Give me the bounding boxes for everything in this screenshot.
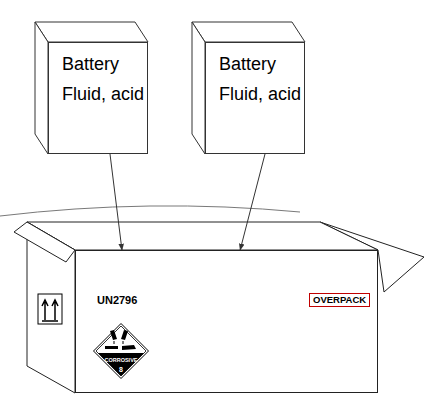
un-number: UN2796 xyxy=(97,294,167,307)
arrow-connector xyxy=(240,154,265,250)
overpack-mark: OVERPACK xyxy=(309,293,370,307)
test-tubes xyxy=(110,330,128,340)
box-flap-line xyxy=(0,206,300,216)
hazard-class: 8 xyxy=(93,366,149,374)
orientation-arrows xyxy=(42,300,58,321)
cube-top-face xyxy=(192,22,305,42)
box-flap xyxy=(14,222,75,262)
hazard-diamond: CORROSIVE 8 xyxy=(93,323,149,379)
package-box: Battery Fluid, acid xyxy=(48,42,148,154)
hazard-text: CORROSIVE xyxy=(93,357,149,364)
package-label: Battery Fluid, acid xyxy=(62,49,148,109)
overpack-box: UN2796 OVERPACK CORROSIVE 8 xyxy=(75,250,378,393)
drops xyxy=(114,341,123,344)
package-box: Battery Fluid, acid xyxy=(205,42,305,154)
diamond-border xyxy=(94,324,149,379)
package-label: Battery Fluid, acid xyxy=(219,49,305,109)
overpack-text: OVERPACK xyxy=(313,294,366,306)
cube-top-face xyxy=(35,22,148,42)
cube-side-face xyxy=(35,22,48,154)
box-opening xyxy=(27,222,378,250)
arrow-connector xyxy=(110,154,122,250)
orientation-symbol xyxy=(38,294,62,324)
cube-side-face xyxy=(192,22,205,154)
corroded-items xyxy=(105,345,136,350)
